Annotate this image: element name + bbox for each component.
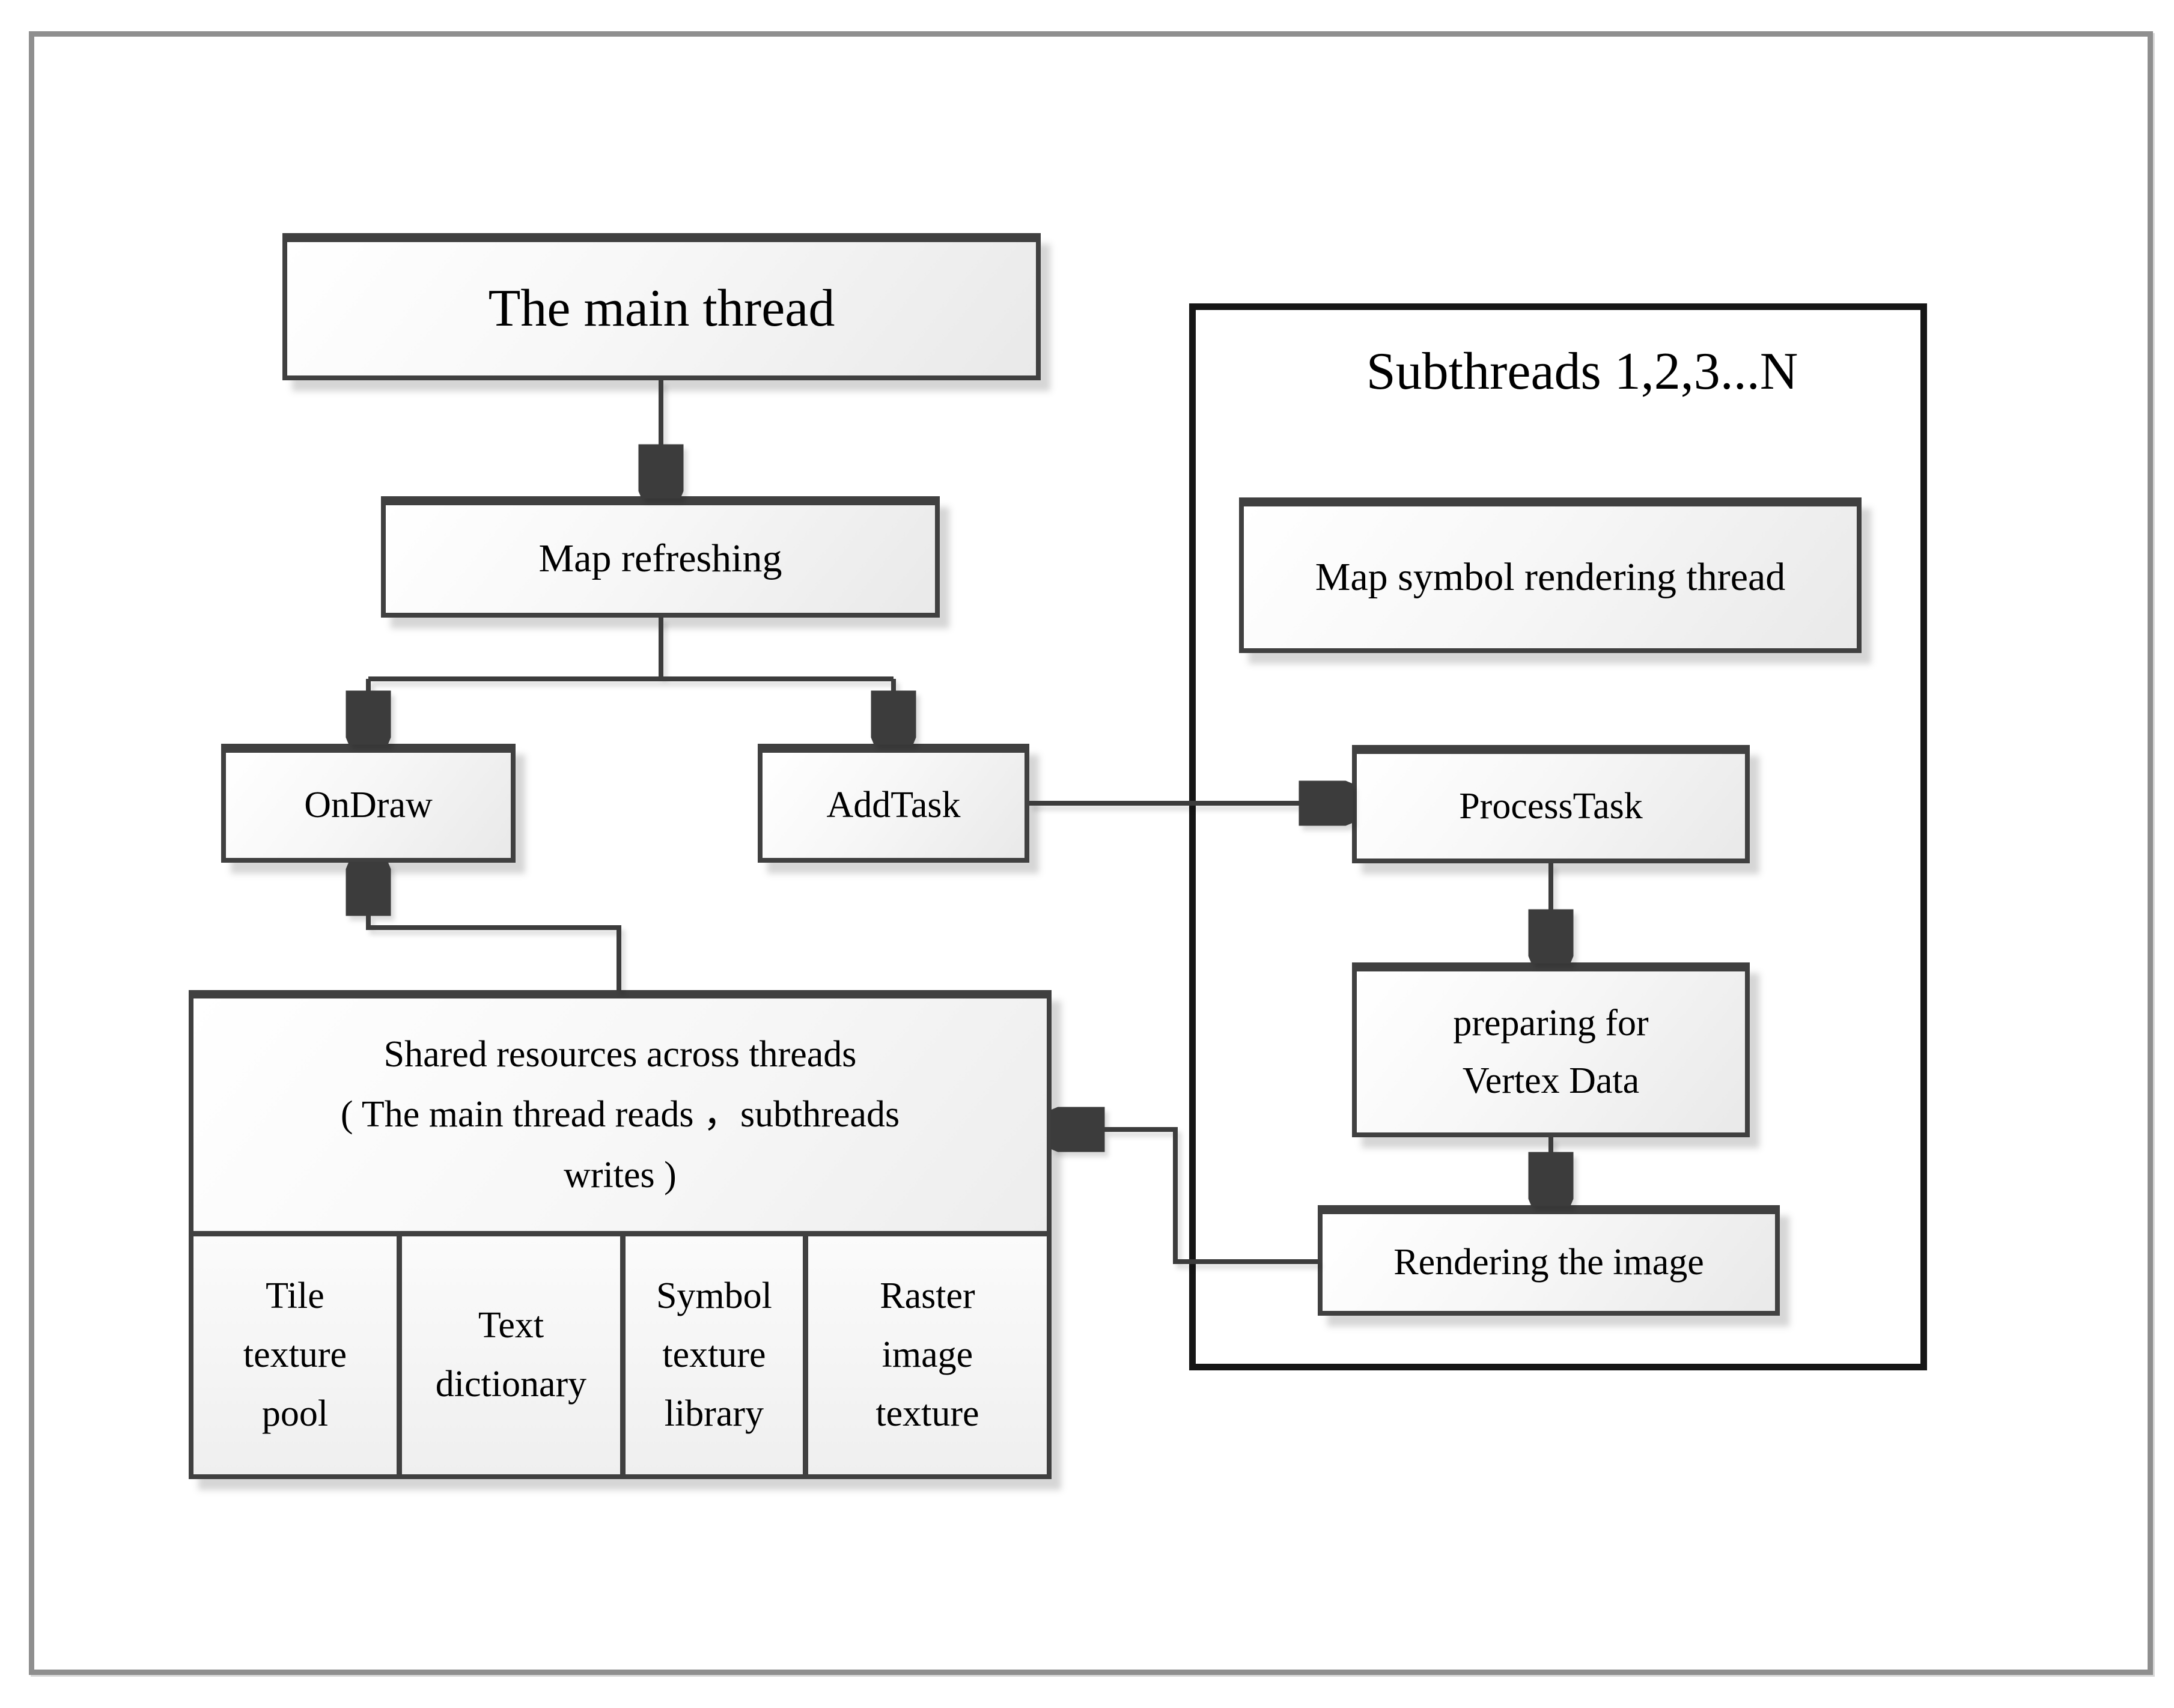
shared-resources-line3: writes ) [564, 1154, 677, 1196]
node-processtask-label: ProcessTask [1459, 785, 1643, 827]
cell-text-line: Text [478, 1305, 544, 1346]
node-processtask: ProcessTask [1352, 745, 1750, 863]
shared-resources-line1: Shared resources across threads [383, 1033, 857, 1075]
node-ondraw-label: OnDraw [304, 785, 433, 826]
cell-raster-image-texture: Raster image texture [802, 1236, 1047, 1474]
node-main-thread: The main thread [282, 233, 1041, 380]
cell-text-line: pool [261, 1393, 329, 1434]
node-main-thread-label: The main thread [488, 279, 835, 338]
node-preparing-vertex-data: preparing for Vertex Data [1352, 962, 1750, 1137]
subthreads-title: Subthreads 1,2,3...N [1366, 342, 1798, 401]
node-preparing-vertex-data-line2: Vertex Data [1462, 1060, 1640, 1101]
shared-resources-line2: ( The main thread reads ，subthreads [340, 1094, 900, 1135]
node-ondraw: OnDraw [221, 744, 516, 863]
cell-text-line: library [664, 1393, 764, 1434]
cell-tile-texture-pool: Tile texture pool [193, 1236, 397, 1474]
cell-text-line: texture [243, 1334, 347, 1376]
node-rendering-the-image-label: Rendering the image [1393, 1242, 1704, 1283]
cell-text-line: texture [875, 1393, 979, 1434]
cell-text-dictionary: Text dictionary [396, 1236, 620, 1474]
cell-text-line: Tile [266, 1275, 324, 1317]
node-map-symbol-rendering-thread-label: Map symbol rendering thread [1315, 555, 1786, 599]
shared-resources-cells: Tile texture pool Text dictionary Symbol… [193, 1236, 1047, 1474]
node-addtask-label: AddTask [826, 785, 961, 826]
cell-text-line: image [881, 1334, 973, 1376]
node-addtask: AddTask [758, 744, 1029, 863]
shared-resources-title: Shared resources across threads ( The ma… [193, 998, 1047, 1236]
node-map-symbol-rendering-thread: Map symbol rendering thread [1239, 497, 1862, 653]
node-rendering-the-image: Rendering the image [1318, 1205, 1780, 1316]
node-preparing-vertex-data-line1: preparing for [1453, 1002, 1649, 1044]
cell-text-line: Symbol [656, 1275, 772, 1317]
cell-symbol-texture-library: Symbol texture library [620, 1236, 803, 1474]
cell-text-line: texture [662, 1334, 766, 1376]
node-map-refreshing: Map refreshing [381, 496, 940, 618]
node-shared-resources: Shared resources across threads ( The ma… [189, 990, 1052, 1479]
cell-text-line: Raster [880, 1275, 975, 1317]
node-map-refreshing-label: Map refreshing [538, 536, 782, 581]
cell-text-line: dictionary [435, 1364, 587, 1405]
